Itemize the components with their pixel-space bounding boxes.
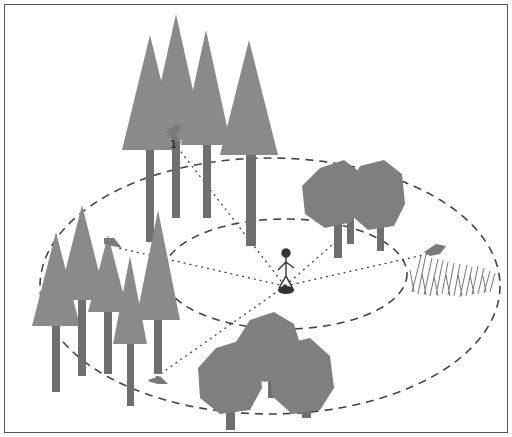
observer-shadow bbox=[278, 286, 294, 294]
conifer-tree bbox=[220, 40, 278, 155]
animal-icon bbox=[148, 376, 168, 384]
conifer-tree bbox=[136, 210, 180, 320]
grass-patch bbox=[410, 254, 495, 297]
inner-observation-ring bbox=[163, 219, 407, 329]
deciduous-tree bbox=[198, 340, 262, 414]
observer-head-icon bbox=[282, 249, 290, 257]
back-forest bbox=[122, 14, 278, 246]
sightline-left-forest bbox=[118, 248, 285, 286]
left-forest bbox=[32, 205, 180, 406]
marker-number: 1 bbox=[170, 138, 177, 151]
right-deciduous-cluster bbox=[302, 160, 405, 258]
observer-arm bbox=[286, 262, 294, 268]
observer bbox=[278, 249, 294, 294]
sightline-right-grass bbox=[285, 253, 432, 286]
sightline-right-trees bbox=[285, 238, 340, 286]
sightline-back-forest bbox=[171, 139, 285, 286]
deciduous-tree bbox=[350, 160, 405, 230]
grass-stroke bbox=[412, 254, 495, 297]
observer-arm bbox=[278, 262, 286, 270]
